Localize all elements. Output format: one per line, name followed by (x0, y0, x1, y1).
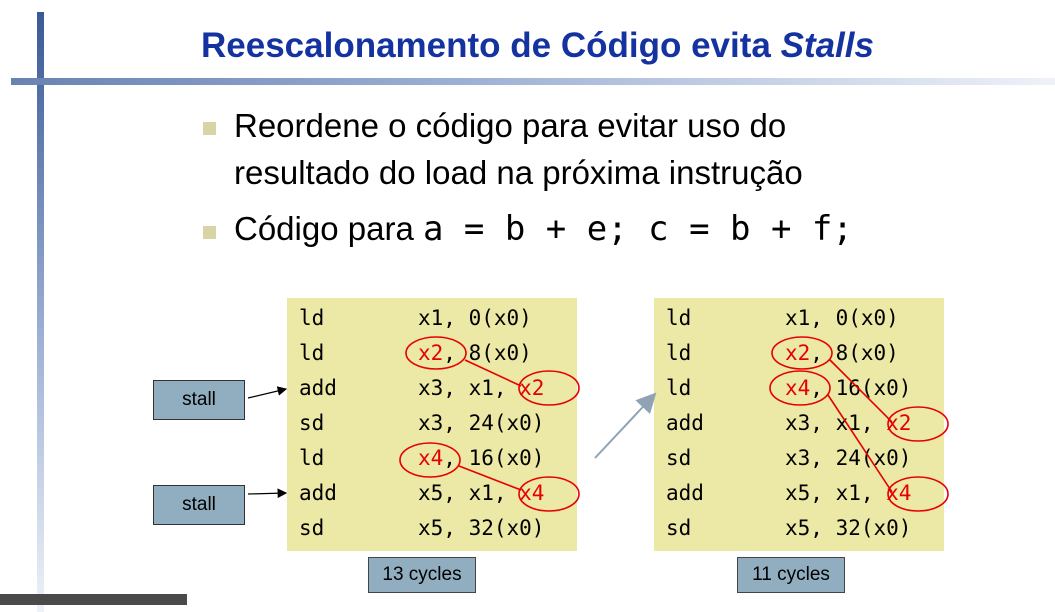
operand-text: x3, x1, (785, 411, 887, 435)
operand-text: , 8(x0) (810, 341, 899, 365)
operand-text: x3, x1, (418, 376, 520, 400)
operands: x3, x1, x2 (418, 371, 544, 405)
operands: x3, x1, x2 (785, 406, 911, 440)
original-code-line: add x3, x1, x2 (287, 371, 577, 405)
operand-text: x1, 0(x0) (418, 306, 532, 330)
operands: x1, 0(x0) (418, 301, 532, 335)
stall-label-1: stall (153, 380, 245, 420)
operand-text: x1, 0(x0) (785, 306, 899, 330)
highlighted-register: x2 (418, 341, 444, 365)
right-cycles-badge: 11 cycles (737, 557, 845, 593)
opcode: sd (299, 411, 325, 435)
operand-text: x5, x1, (785, 481, 887, 505)
highlighted-register: x2 (886, 411, 912, 435)
opcode: ld (299, 341, 325, 365)
stall-1-arrow (247, 386, 288, 399)
opcode: add (299, 376, 337, 400)
opcode: add (299, 481, 337, 505)
opcode: add (666, 481, 704, 505)
operand-text: , 8(x0) (443, 341, 532, 365)
operands: x1, 0(x0) (785, 301, 899, 335)
decorative-corner-bar (0, 594, 187, 605)
title-italic: Stalls (780, 26, 874, 65)
opcode: ld (299, 306, 325, 330)
original-code-line: add x5, x1, x4 (287, 476, 577, 510)
operands: x3, 24(x0) (785, 441, 911, 475)
operand-text: x3, 24(x0) (785, 446, 912, 470)
highlighted-register: x4 (785, 376, 811, 400)
bullet-1-line-1: Reordene o código para evitar uso do (234, 107, 787, 144)
reordered-code-line: sd x3, 24(x0) (654, 441, 944, 475)
bullet-1-line-2: resultado do load na próxima instrução (234, 154, 803, 191)
opcode: sd (299, 516, 325, 540)
operands: x5, 32(x0) (785, 511, 911, 545)
reordered-code-line: ld x2, 8(x0) (654, 336, 944, 370)
operand-text: x5, 32(x0) (785, 516, 912, 540)
reordered-code-line: add x5, x1, x4 (654, 476, 944, 510)
left-cycles-badge: 13 cycles (368, 557, 476, 593)
opcode: ld (666, 376, 692, 400)
operand-text: x5, 32(x0) (418, 516, 545, 540)
stall-2-arrow (247, 488, 288, 499)
stall-label-2: stall (153, 485, 245, 525)
opcode: sd (666, 516, 692, 540)
operands: x3, 24(x0) (418, 406, 544, 440)
operands: x4, 16(x0) (418, 441, 544, 475)
reordered-code-line: sd x5, 32(x0) (654, 511, 944, 545)
decorative-vertical-bar (37, 12, 44, 612)
reordered-code-line: ld x1, 0(x0) (654, 301, 944, 335)
opcode: sd (666, 446, 692, 470)
original-code-line: sd x5, 32(x0) (287, 511, 577, 545)
bullet-marker-2 (203, 226, 216, 239)
operands: x2, 8(x0) (418, 336, 532, 370)
original-code-line: ld x1, 0(x0) (287, 301, 577, 335)
original-code-line: sd x3, 24(x0) (287, 406, 577, 440)
bullet-2: Código para a = b + e; c = b + f; (234, 209, 853, 249)
opcode: ld (666, 306, 692, 330)
title-main: Reescalonamento de Código evita (201, 26, 781, 65)
bullet-marker-1 (203, 122, 216, 135)
highlighted-register: x4 (886, 481, 912, 505)
reordered-code-line: add x3, x1, x2 (654, 406, 944, 440)
bullet-2-code: a = b + e; c = b + f; (422, 209, 853, 249)
highlighted-register: x4 (519, 481, 545, 505)
operand-text: , 16(x0) (443, 446, 545, 470)
highlighted-register: x2 (785, 341, 811, 365)
operands: x4, 16(x0) (785, 371, 911, 405)
original-code-line: ld x4, 16(x0) (287, 441, 577, 475)
decorative-horizontal-bar (11, 78, 1055, 85)
reordered-code-line: ld x4, 16(x0) (654, 371, 944, 405)
original-code-line: ld x2, 8(x0) (287, 336, 577, 370)
operand-text: x3, 24(x0) (418, 411, 545, 435)
operand-text: , 16(x0) (810, 376, 912, 400)
operand-text: x5, x1, (418, 481, 520, 505)
opcode: ld (299, 446, 325, 470)
operands: x2, 8(x0) (785, 336, 899, 370)
bullet-2-prefix: Código para (234, 210, 423, 247)
operands: x5, 32(x0) (418, 511, 544, 545)
reorder-arrow (594, 392, 657, 459)
opcode: ld (666, 341, 692, 365)
operands: x5, x1, x4 (785, 476, 911, 510)
operands: x5, x1, x4 (418, 476, 544, 510)
highlighted-register: x4 (418, 446, 444, 470)
slide-title: Reescalonamento de Código evita Stalls (201, 26, 874, 66)
opcode: add (666, 411, 704, 435)
highlighted-register: x2 (519, 376, 545, 400)
